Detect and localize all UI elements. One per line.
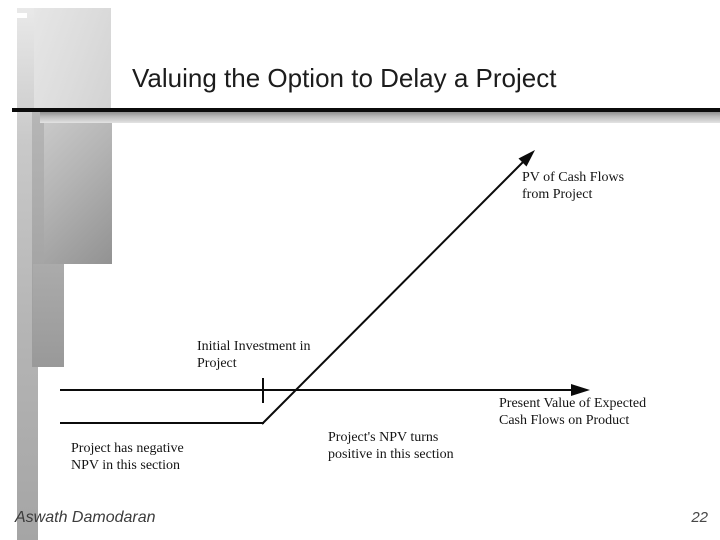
footer-page-number: 22 — [691, 509, 708, 526]
label-present-value-axis: Present Value of Expected Cash Flows on … — [499, 396, 647, 428]
footer-author: Aswath Damodaran — [15, 509, 156, 526]
label-positive-npv: Project's NPV turns positive in this sec… — [328, 430, 454, 462]
x-axis-arrowhead-icon — [571, 384, 590, 396]
title-divider-shadow-band — [40, 112, 720, 123]
diagonal-arrowhead-icon — [518, 150, 535, 167]
title-divider-line — [12, 108, 720, 112]
label-initial-investment: Initial Investment in Project — [197, 339, 311, 371]
left-decoration-top-block — [34, 8, 111, 111]
left-decoration-low-bar — [33, 264, 64, 367]
payoff-diagonal-line — [261, 160, 525, 425]
left-decoration-big-block — [44, 111, 112, 264]
label-pv-cash-flows: PV of Cash Flows from Project — [522, 170, 625, 202]
label-negative-npv: Project has negative NPV in this section — [71, 441, 184, 473]
left-decoration-white-dash — [12, 13, 27, 18]
slide-title: Valuing the Option to Delay a Project — [132, 63, 557, 94]
